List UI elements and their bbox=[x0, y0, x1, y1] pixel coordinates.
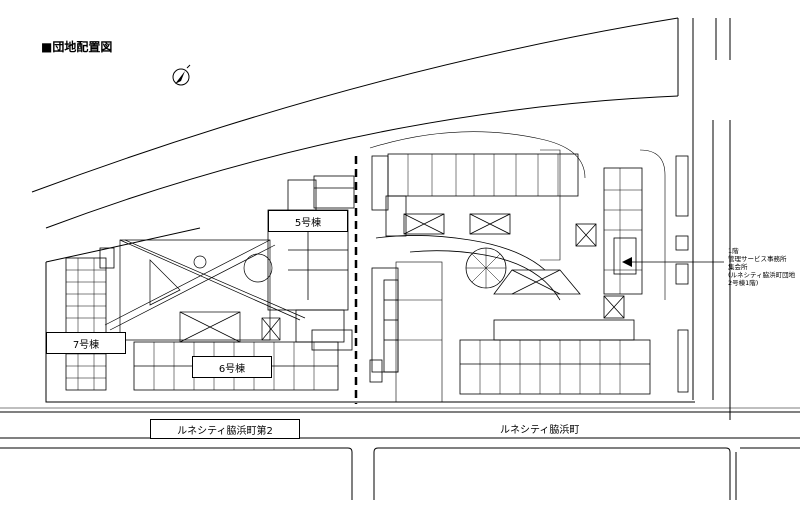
curved-road-upper-edge bbox=[31, 17, 679, 193]
area-label-west: ルネシティ脇浜町第2 bbox=[150, 419, 300, 439]
page-title: ■団地配置図 bbox=[41, 40, 113, 54]
facility-note-line-1: 1階 bbox=[728, 247, 739, 255]
area-label-west-text: ルネシティ脇浜町第2 bbox=[177, 425, 273, 437]
building-label-6: 6号棟 bbox=[192, 356, 272, 378]
north-arrow-icon bbox=[172, 64, 191, 86]
facility-note: 1階 管理サービス事務所 集会所 (ルネシティ脇浜町団地 2号棟1階) bbox=[728, 247, 795, 287]
facility-note-line-2: 管理サービス事務所 bbox=[728, 255, 787, 263]
building-label-7-text: 7号棟 bbox=[72, 339, 100, 351]
building-label-5: 5号棟 bbox=[268, 210, 348, 232]
building-label-6-text: 6号棟 bbox=[218, 363, 246, 375]
arrow-left-icon bbox=[622, 257, 632, 267]
facility-note-line-5: 2号棟1階) bbox=[728, 279, 759, 287]
facility-note-line-4: (ルネシティ脇浜町団地 bbox=[728, 271, 796, 279]
curved-road-lower-edge bbox=[45, 95, 679, 229]
area-label-east: ルネシティ脇浜町 bbox=[500, 425, 580, 436]
building-label-5-text: 5号棟 bbox=[294, 217, 322, 229]
facility-note-line-3: 集会所 bbox=[728, 263, 748, 271]
building-label-7: 7号棟 bbox=[46, 332, 126, 354]
